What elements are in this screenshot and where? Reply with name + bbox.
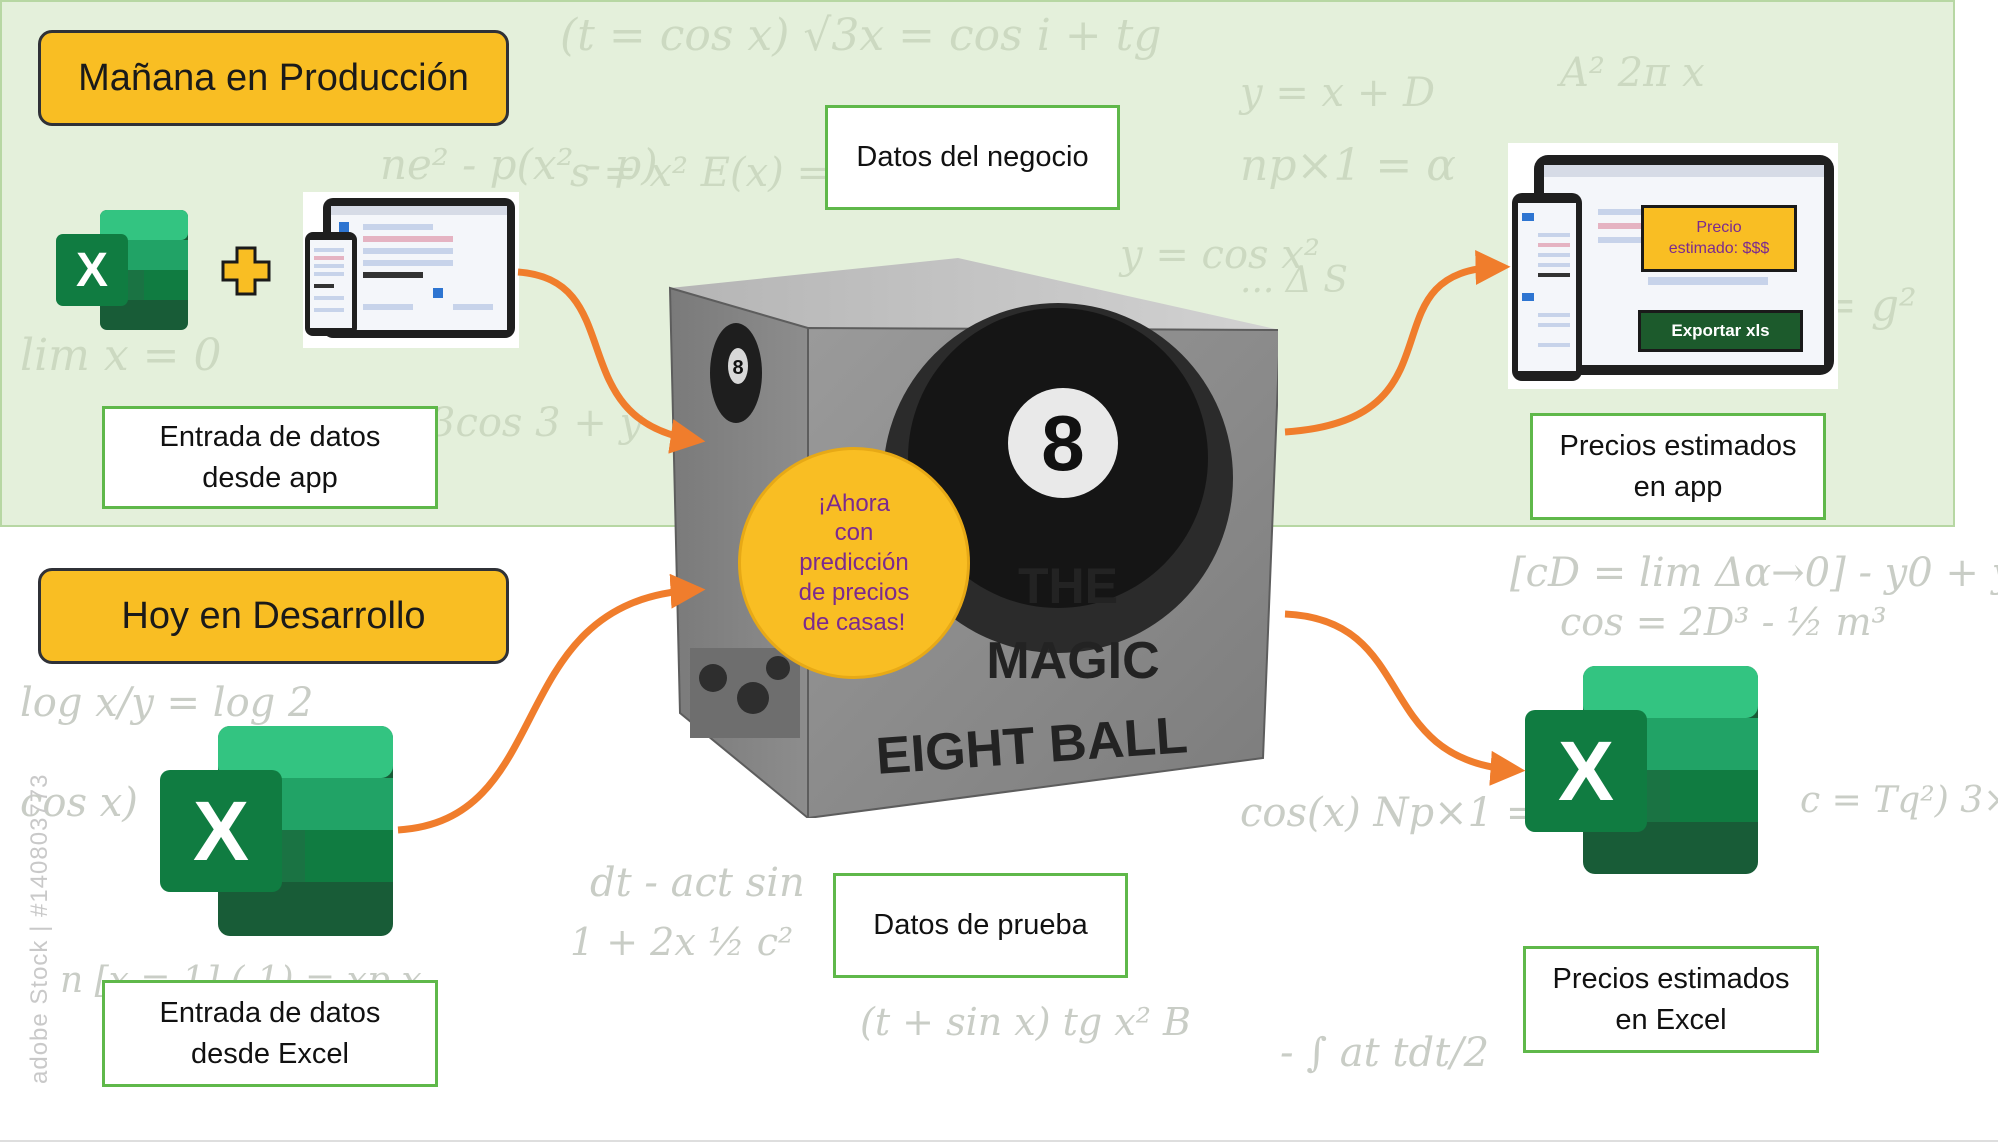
production-heading: Mañana en Producción	[38, 30, 509, 126]
eight-ball-number: 8	[1041, 399, 1084, 487]
production-heading-text: Mañana en Producción	[78, 56, 469, 99]
label-input-app-line1: Entrada de datos	[159, 420, 381, 453]
svg-text:X: X	[1558, 724, 1614, 818]
box-text-the: THE	[1018, 558, 1118, 614]
svg-text:X: X	[76, 244, 108, 297]
label-output-excel: Precios estimados en Excel	[1523, 946, 1819, 1053]
box-text-magic: MAGIC	[986, 632, 1159, 690]
sticker-new-feature: ¡Ahora con predicción de precios de casa…	[738, 447, 970, 679]
label-test-data: Datos de prueba	[833, 873, 1128, 978]
label-output-app-line1: Precios estimados	[1559, 429, 1797, 462]
plus-icon	[221, 246, 271, 296]
label-test-data-text: Datos de prueba	[873, 909, 1088, 942]
sticker-line1: ¡Ahora	[817, 489, 891, 517]
label-input-excel-line1: Entrada de datos	[159, 996, 381, 1029]
export-xls-label: Exportar xls	[1671, 321, 1770, 340]
sticker-line2: con	[834, 519, 874, 547]
label-output-excel-line1: Precios estimados	[1552, 962, 1790, 995]
development-heading: Hoy en Desarrollo	[38, 568, 509, 664]
devices-icon-output: Precio estimado: $$$ Exportar xls	[1508, 143, 1838, 389]
devices-icon-input	[303, 192, 519, 348]
label-input-app-line2: desde app	[202, 461, 338, 494]
arrow-input-excel-to-box	[397, 573, 706, 834]
svg-text:8: 8	[732, 357, 743, 379]
excel-icon-input: X	[160, 726, 393, 936]
bottom-divider	[0, 1140, 1998, 1142]
sticker-line3: predicción	[799, 549, 909, 577]
excel-icon-output: X	[1525, 666, 1758, 874]
label-business-data: Datos del negocio	[825, 105, 1120, 210]
arrow-box-to-output-excel	[1284, 610, 1526, 786]
label-input-excel: Entrada de datos desde Excel	[102, 980, 438, 1087]
estimated-price-panel: Precio estimado: $$$	[1641, 205, 1797, 272]
label-output-app-line2: en app	[1633, 470, 1723, 503]
estimated-price-line1: Precio	[1696, 218, 1742, 236]
magic-eight-ball-box: 8 8 THE MAGIC EIGHT BALL	[668, 258, 1278, 818]
label-input-app: Entrada de datos desde app	[102, 406, 438, 509]
svg-text:X: X	[193, 784, 249, 878]
development-heading-text: Hoy en Desarrollo	[121, 594, 426, 637]
label-output-excel-line2: en Excel	[1615, 1003, 1727, 1036]
label-input-excel-line2: desde Excel	[190, 1037, 349, 1070]
sticker-line4: de precios	[798, 578, 910, 606]
arrow-box-to-output-app	[1284, 250, 1511, 436]
label-output-app: Precios estimados en app	[1530, 413, 1826, 520]
label-business-data-text: Datos del negocio	[856, 141, 1089, 174]
arrow-input-app-to-box	[517, 268, 706, 454]
export-xls-button[interactable]: Exportar xls	[1638, 310, 1803, 352]
estimated-price-line2: estimado: $$$	[1668, 239, 1770, 257]
excel-icon-top: X	[56, 210, 188, 330]
sticker-line5: de casas!	[802, 608, 906, 636]
